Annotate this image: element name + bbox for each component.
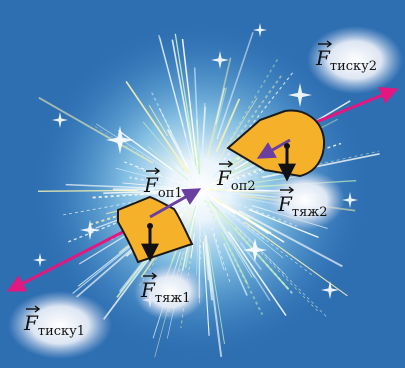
label-f-tyazh2-subscript: тяж2 xyxy=(292,205,328,220)
label-f-op1-symbol: F xyxy=(143,173,159,197)
label-f-tysku1-symbol: F xyxy=(23,311,39,335)
bubble-f-tyazh2 xyxy=(265,170,345,230)
label-f-op2-subscript: оп2 xyxy=(231,179,256,194)
label-f-tyazh1-symbol: F xyxy=(140,278,156,302)
burst-ray xyxy=(38,191,138,192)
label-f-tyazh2-symbol: F xyxy=(277,192,293,216)
label-f-op2-symbol: F xyxy=(216,166,232,190)
label-f-tysku1-subscript: тиску1 xyxy=(38,324,85,339)
label-f-tysku2-symbol: F xyxy=(315,46,331,70)
label-f-tyazh1-subscript: тяж1 xyxy=(155,291,191,306)
label-f-op1-subscript: оп1 xyxy=(158,186,183,201)
label-f-tysku2-subscript: тиску2 xyxy=(330,59,377,74)
